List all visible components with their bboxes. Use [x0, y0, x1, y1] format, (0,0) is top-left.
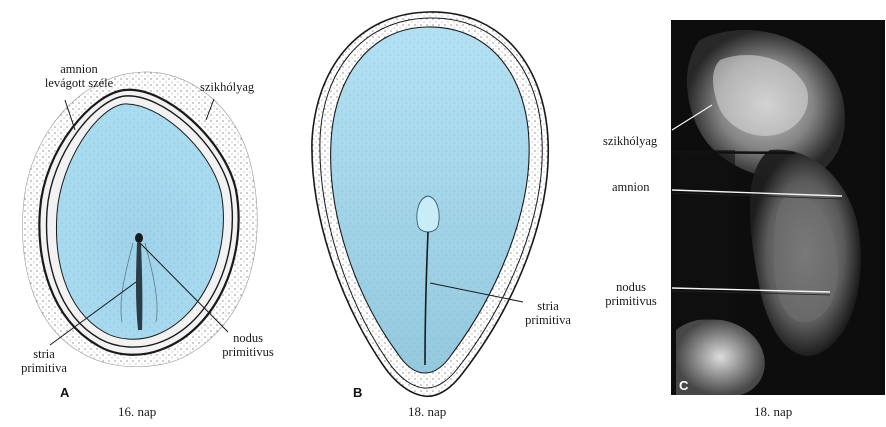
panel-b-stria-label: stria primitiva: [515, 299, 581, 327]
panel-a-amnion-label-line1: amnion: [34, 62, 124, 76]
panel-a-letter: A: [60, 385, 69, 400]
panel-c-photo: [671, 20, 885, 395]
panel-b-stria-label-line1: stria: [515, 299, 581, 313]
panel-a-yolk-sac-label: szikhólyag: [200, 80, 254, 94]
panel-c-nodus-label-line1: nodus: [600, 280, 662, 294]
panel-b-drawing: [312, 12, 548, 396]
panel-b-day-caption: 18. nap: [408, 404, 446, 420]
panel-a-stria: [136, 243, 142, 330]
panel-a-amnion-label: amnion levágott széle: [34, 62, 124, 90]
panel-a-nodus-label: nodus primitivus: [208, 331, 288, 359]
panel-a-drawing: [22, 72, 257, 367]
panel-c-amnion-label: amnion: [612, 180, 650, 194]
panel-c-day-caption: 18. nap: [754, 404, 792, 420]
panel-b-nodus: [417, 196, 439, 232]
panel-c-nodus-label: nodus primitivus: [600, 280, 662, 308]
panel-c-yolk-sac-label: szikhólyag: [603, 134, 657, 148]
panel-a-stria-label: stria primitiva: [14, 347, 74, 375]
panel-a-amnion-label-line2: levágott széle: [34, 76, 124, 90]
panel-a-day-caption: 16. nap: [118, 404, 156, 420]
panel-a-nodus: [135, 233, 143, 243]
panel-a-stria-label-line2: primitiva: [14, 361, 74, 375]
panel-a-nodus-label-line2: primitivus: [208, 345, 288, 359]
panel-b-stria-label-line2: primitiva: [515, 313, 581, 327]
panel-b-letter: B: [353, 385, 362, 400]
panel-c-nodus-label-line2: primitivus: [600, 294, 662, 308]
panel-c-letter: C: [679, 378, 688, 393]
panel-a-nodus-label-line1: nodus: [208, 331, 288, 345]
panel-a-stria-label-line1: stria: [14, 347, 74, 361]
